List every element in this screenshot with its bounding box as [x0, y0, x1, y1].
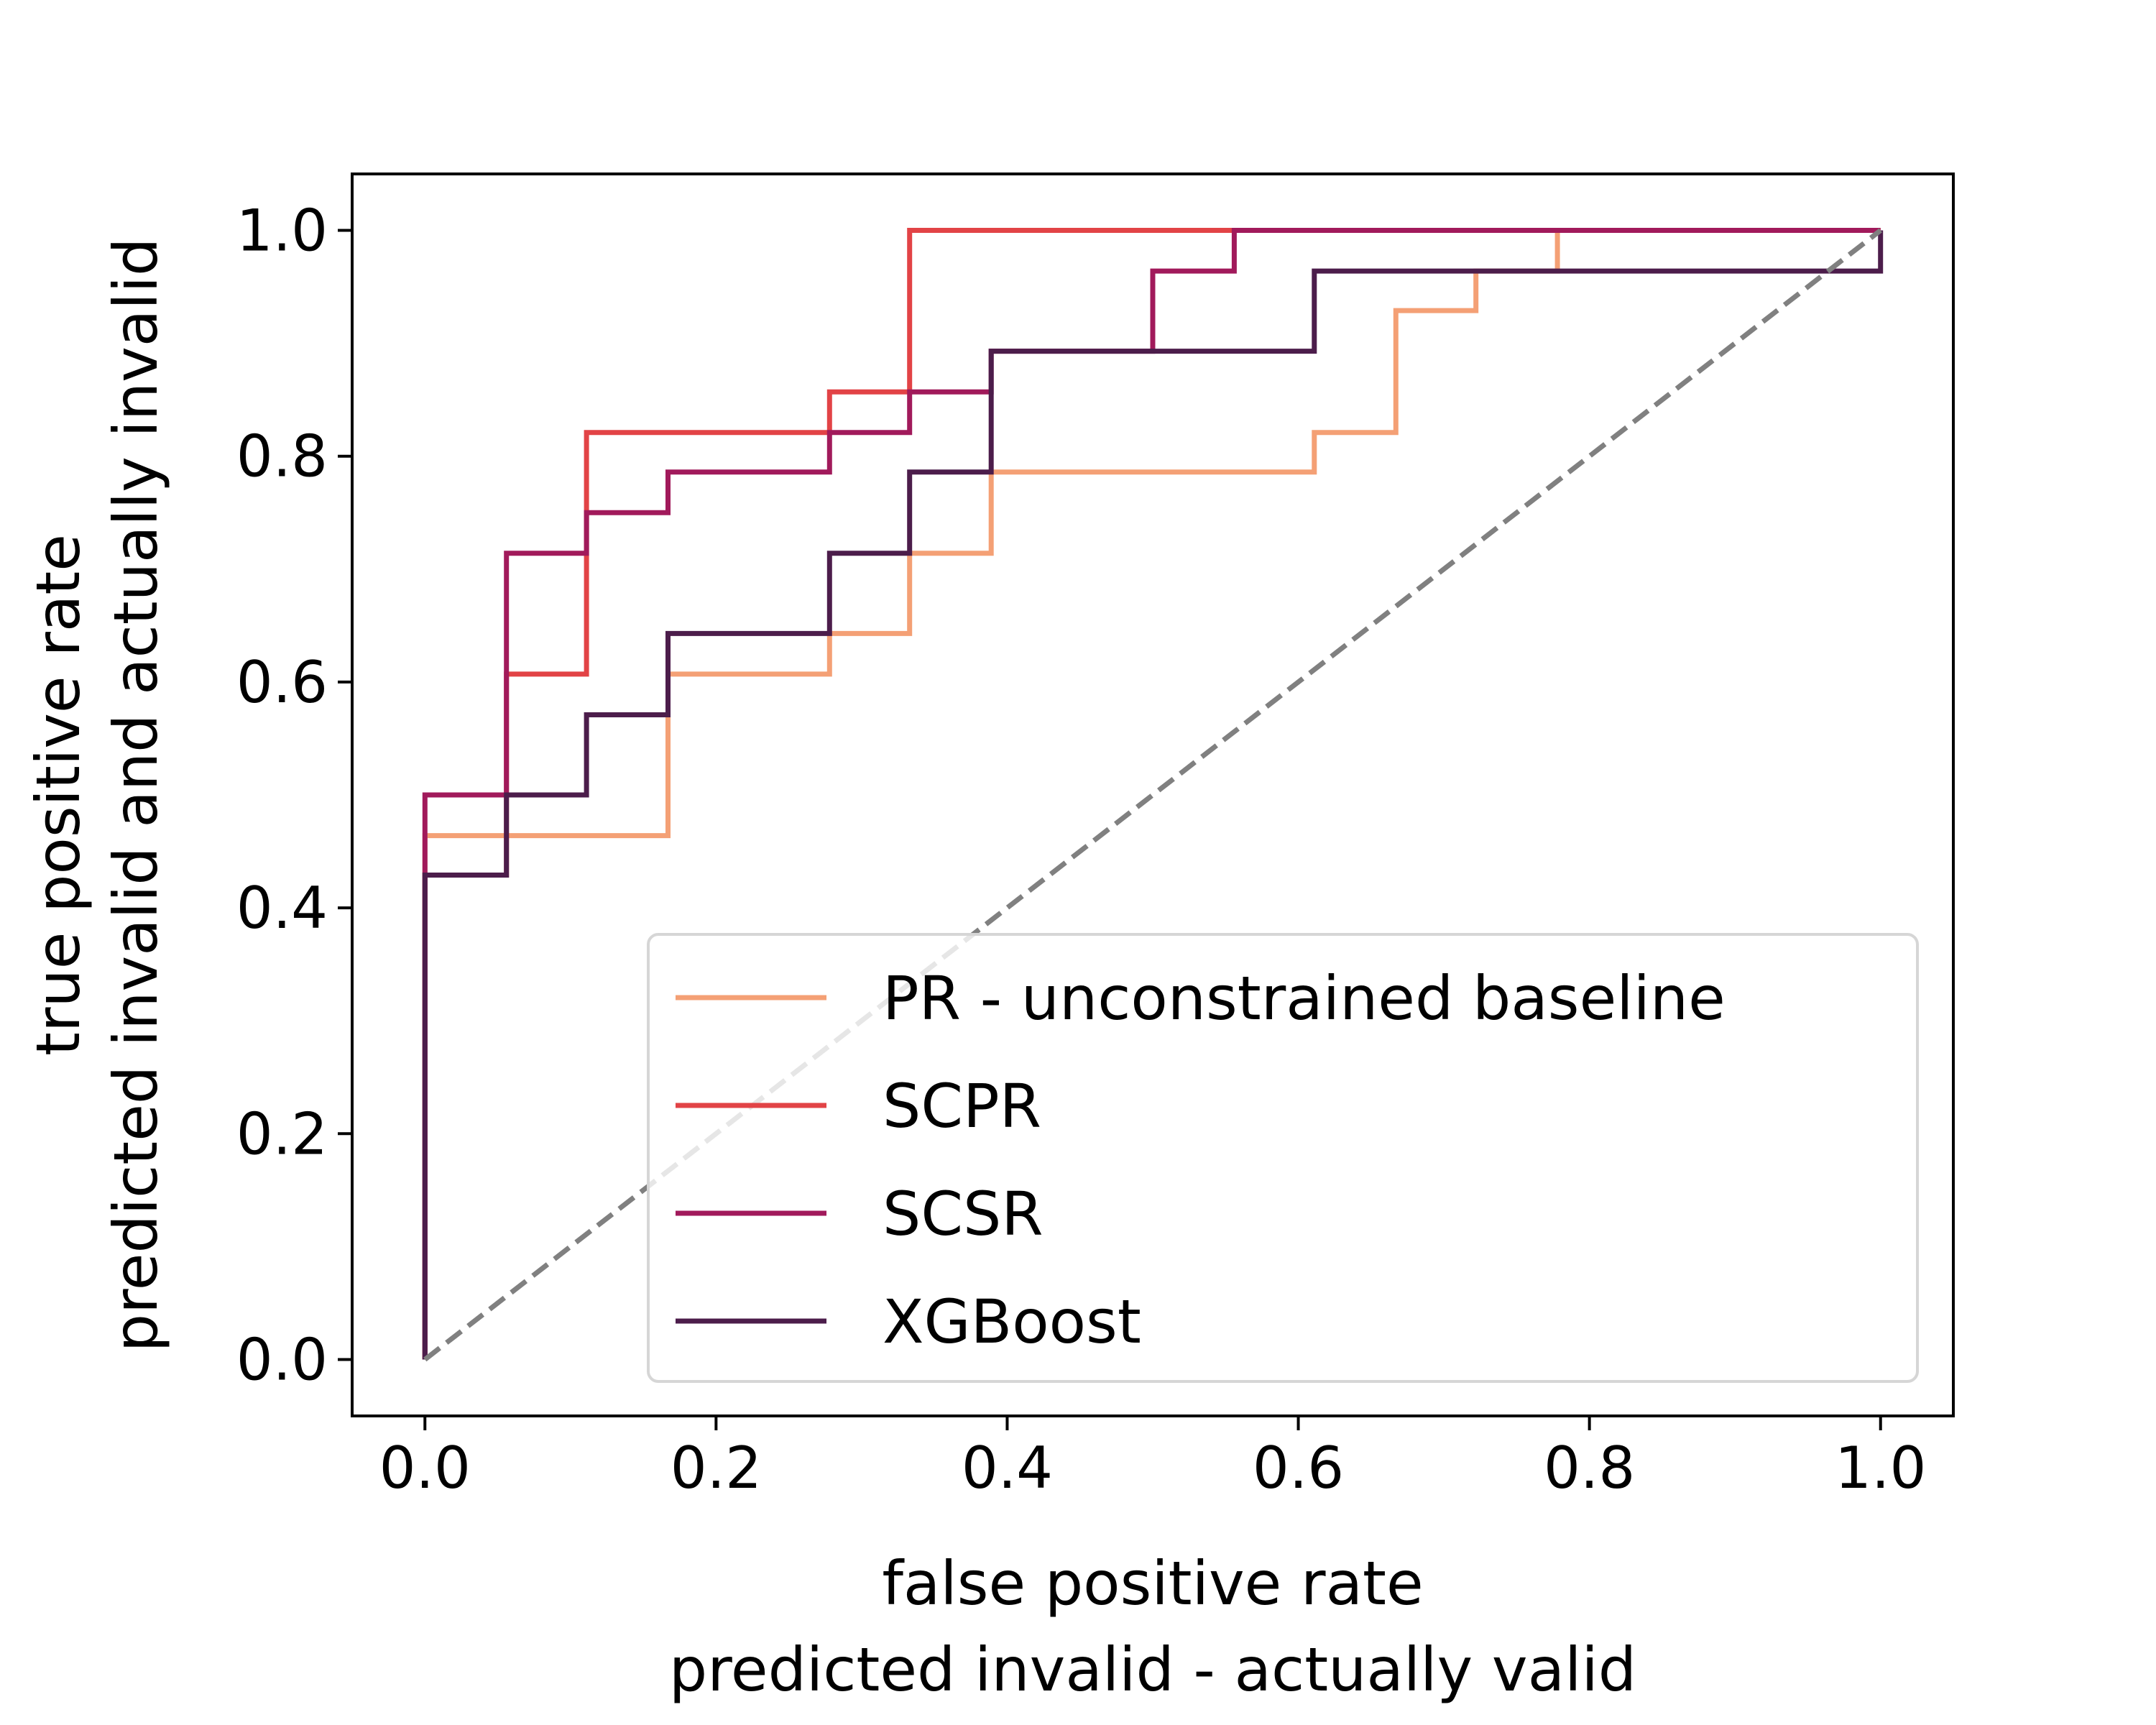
x-axis-title-line-1: false positive rate	[882, 1548, 1423, 1619]
x-tick-label-2: 0.4	[962, 1435, 1053, 1501]
series-line-2	[422, 228, 1881, 1360]
x-tick-label-1: 0.2	[671, 1435, 762, 1501]
y-tick-label-2: 0.4	[236, 875, 328, 942]
legend-label-0: PR - unconstrained baseline	[883, 963, 1726, 1034]
y-tick-label-1: 0.2	[236, 1100, 328, 1167]
y-tick-label-4: 0.8	[236, 423, 328, 490]
legend-box	[647, 933, 1919, 1383]
plot-lines	[422, 228, 1884, 1362]
x-tick-label-4: 0.8	[1544, 1435, 1635, 1501]
x-tick-label-5: 1.0	[1835, 1435, 1926, 1501]
y-tick-label-3: 0.6	[236, 649, 328, 716]
x-axis-title-line-2: predicted invalid - actually valid	[669, 1634, 1636, 1705]
axis-ticks: 0.0 0.2 0.4 0.6 0.8 1.0 0.0 0.2 0.4 0.6 0.8 1.0	[236, 198, 1927, 1501]
x-tick-label-3: 0.6	[1253, 1435, 1344, 1501]
legend-label-2: SCSR	[883, 1179, 1044, 1249]
y-tick-label-0: 0.0	[236, 1326, 328, 1393]
legend-label-1: SCPR	[883, 1071, 1041, 1141]
y-axis-title-line-2: predicted invalid and actually invalid	[101, 238, 171, 1353]
y-axis-title-line-1: true positive rate	[23, 534, 93, 1056]
y-tick-label-5: 1.0	[236, 198, 328, 264]
x-tick-label-0: 0.0	[379, 1435, 471, 1501]
legend-label-3: XGBoost	[883, 1287, 1141, 1357]
plot-frame	[351, 172, 1955, 1417]
series-line-3	[422, 230, 1884, 1360]
